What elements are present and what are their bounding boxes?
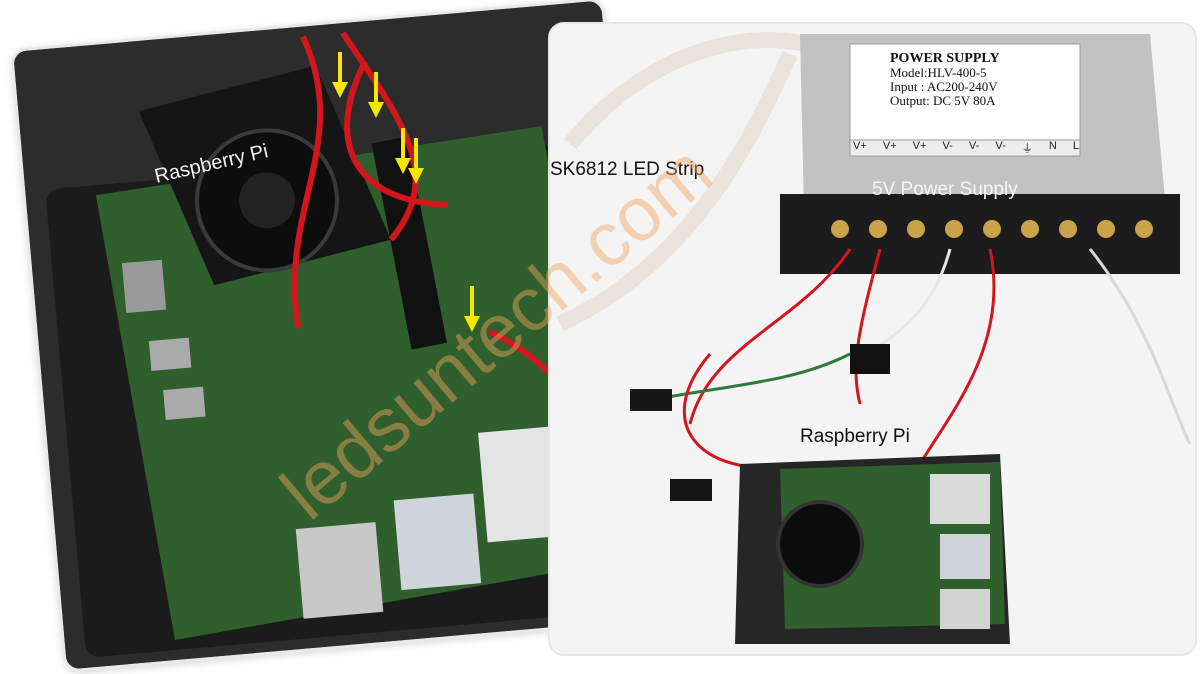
psu-label-plate — [849, 43, 1081, 155]
psu-plate-model: Model:HLV-400-5 — [890, 65, 987, 80]
terminal-label: V- — [995, 140, 1006, 152]
down-arrow-icon — [395, 128, 411, 174]
led-strip-label: SK6812 LED Strip — [550, 159, 705, 180]
terminal-label: V- — [942, 140, 953, 152]
psu-terminal-labels: V+ V+ V+ V- V- V- ⏚ N L — [853, 140, 1079, 156]
usb-port — [393, 493, 482, 591]
terminal-label: N — [1048, 140, 1057, 152]
terminal-label: L — [1072, 140, 1079, 152]
down-arrow-icon — [408, 138, 424, 184]
level-shifter-module — [850, 344, 890, 374]
terminal-label: V+ — [853, 140, 867, 152]
psu-plate-title: POWER SUPPLY — [890, 51, 1000, 66]
micro-hdmi-port — [163, 386, 206, 420]
terminal-label: V- — [968, 140, 980, 152]
jst-connector — [670, 479, 712, 501]
usb-c-port — [121, 259, 167, 314]
psu-plate-output: Output: DC 5V 80A — [890, 93, 996, 108]
down-arrow-icon — [464, 286, 480, 332]
terminal-label: V+ — [912, 140, 927, 152]
micro-hdmi-port — [148, 337, 192, 372]
psu-plate-text: POWER SUPPLY Model:HLV-400-5 Input : AC2… — [890, 52, 1000, 108]
jst-connector — [630, 389, 672, 411]
down-arrow-icon — [332, 52, 348, 98]
left-photo-raspberry-pi-closeup: Raspberry Pi — [9, 0, 659, 673]
right-raspberry-pi-label: Raspberry Pi — [800, 426, 910, 447]
left-photo-illustration — [13, 0, 655, 670]
right-photo-illustration — [550, 24, 1195, 654]
right-photo-wiring-overview: SK6812 LED Strip 5V Power Supply Raspber… — [548, 22, 1197, 656]
power-supply-label: 5V Power Supply — [872, 179, 1018, 200]
psu-plate-input: Input : AC200-240V — [890, 79, 998, 94]
terminal-label: ⏚ — [1021, 143, 1033, 155]
terminal-label: V+ — [882, 140, 897, 152]
down-arrow-icon — [368, 72, 384, 118]
usb-port — [295, 522, 384, 619]
led-strip — [556, 50, 798, 332]
